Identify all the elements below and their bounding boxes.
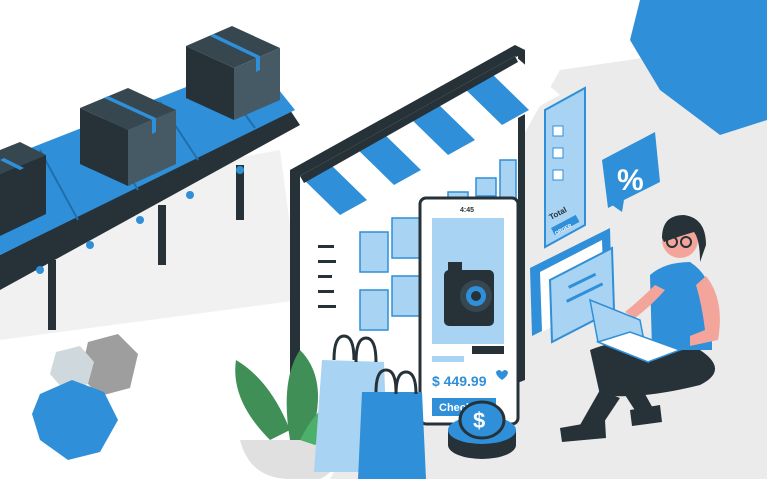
phone-time: 4:45 bbox=[460, 207, 474, 214]
credit-card-icon bbox=[530, 228, 616, 344]
shopping-bag-icon bbox=[358, 368, 426, 479]
coin-icon: $ bbox=[448, 400, 516, 459]
woman-with-laptop bbox=[560, 215, 720, 442]
heart-icon[interactable] bbox=[496, 370, 508, 380]
decorative-hexagons bbox=[32, 334, 138, 460]
percent-tag-icon: % bbox=[602, 132, 660, 212]
conveyor-box-icon bbox=[80, 88, 176, 186]
order-button[interactable] bbox=[551, 214, 580, 236]
coin-symbol: $ bbox=[473, 408, 485, 433]
decorative-blob bbox=[630, 0, 767, 135]
receipt-panel: Total ORDER bbox=[544, 86, 586, 249]
percent-symbol: % bbox=[617, 164, 644, 197]
camera-icon bbox=[444, 262, 494, 326]
conveyor-box-icon bbox=[186, 26, 280, 120]
laptop-icon bbox=[589, 298, 683, 364]
conveyor-box-icon bbox=[0, 142, 46, 236]
phone-product-card: 4:45 $ 449.99 Checkout bbox=[418, 196, 520, 426]
product-price: $ 449.99 bbox=[432, 373, 487, 389]
awning bbox=[300, 56, 560, 215]
